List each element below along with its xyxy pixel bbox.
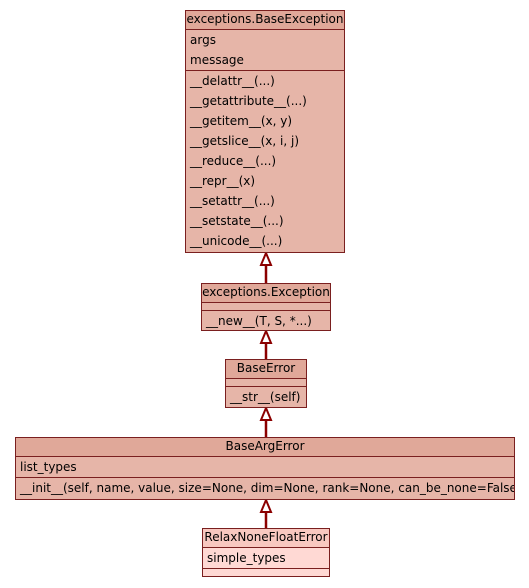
class-title: BaseError [226, 360, 306, 379]
class-base-exception[interactable]: exceptions.BaseException args message __… [185, 10, 345, 253]
method: __str__(self) [230, 390, 301, 404]
method: __delattr__(...) [190, 74, 275, 88]
inheritance-arrow [259, 405, 273, 421]
attribute: args [190, 33, 216, 47]
class-exception[interactable]: exceptions.Exception __new__(T, S, *...) [201, 283, 331, 331]
method: __setattr__(...) [190, 194, 275, 208]
attribute: message [190, 53, 244, 67]
methods-section: __delattr__(...) __getattribute__(...) _… [186, 71, 344, 251]
class-title: exceptions.Exception [202, 284, 330, 303]
attributes-section: simple_types [203, 548, 329, 569]
inheritance-arrow [259, 250, 273, 266]
inheritance-arrow [259, 328, 273, 344]
methods-section: __str__(self) [226, 387, 306, 407]
class-relax-none-float-error[interactable]: RelaxNoneFloatError simple_types [202, 528, 330, 577]
class-title: BaseArgError [16, 438, 514, 457]
method: __setstate__(...) [190, 214, 284, 228]
method: __reduce__(...) [190, 154, 277, 168]
attribute: list_types [20, 460, 77, 474]
class-base-error[interactable]: BaseError __str__(self) [225, 359, 307, 408]
method: __getattribute__(...) [190, 94, 307, 108]
methods-section [203, 569, 329, 576]
attribute: simple_types [207, 551, 286, 565]
methods-section: __init__(self, name, value, size=None, d… [16, 478, 514, 498]
class-base-arg-error[interactable]: BaseArgError list_types __init__(self, n… [15, 437, 515, 500]
class-title: RelaxNoneFloatError [203, 529, 329, 548]
method: __getitem__(x, y) [190, 114, 293, 128]
method: __init__(self, name, value, size=None, d… [20, 481, 514, 495]
method: __new__(T, S, *...) [206, 314, 312, 328]
methods-section: __new__(T, S, *...) [202, 311, 330, 331]
class-title: exceptions.BaseException [186, 11, 344, 30]
attributes-section: list_types [16, 457, 514, 478]
attributes-section [226, 379, 306, 387]
attributes-section: args message [186, 30, 344, 71]
method: __unicode__(...) [190, 234, 283, 248]
method: __repr__(x) [190, 174, 256, 188]
attributes-section [202, 303, 330, 311]
inheritance-arrow [259, 497, 273, 513]
method: __getslice__(x, i, j) [190, 134, 299, 148]
